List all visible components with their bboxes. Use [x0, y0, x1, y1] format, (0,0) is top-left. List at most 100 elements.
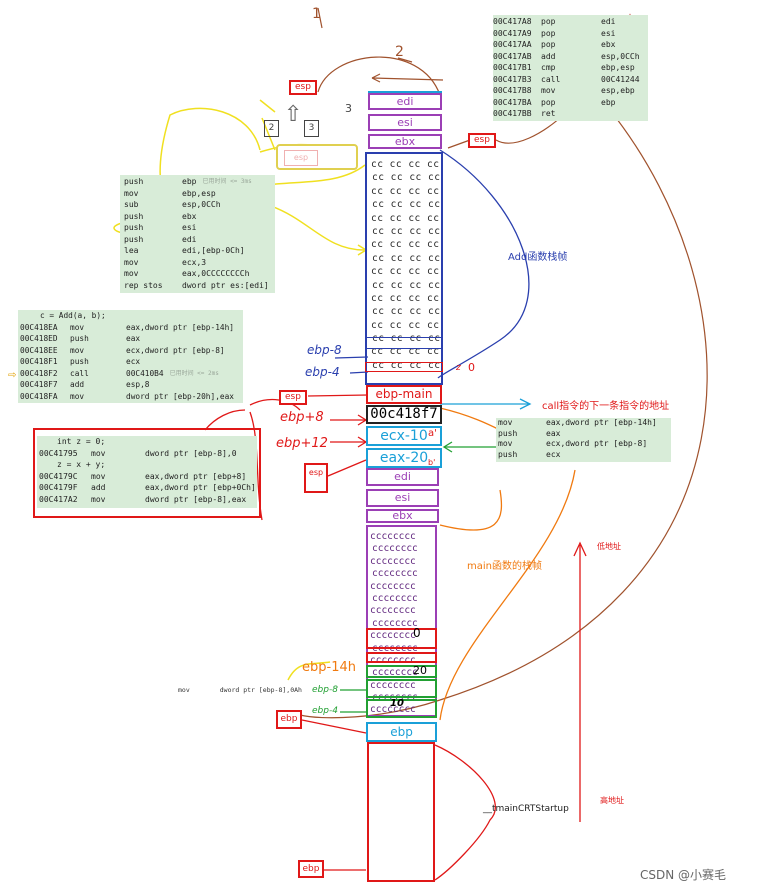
stack-return-address: 00c418f7 [366, 405, 442, 424]
asm-op: sub [124, 200, 139, 209]
asm-arg: ebp [601, 97, 616, 107]
asm-op: push [70, 334, 89, 343]
asm-arg: eax,dword ptr [ebp+0Ch] [145, 483, 256, 492]
asm-op: push [124, 211, 144, 221]
stack-var-mid [366, 679, 437, 698]
cc-main-row: cccccccc [370, 531, 416, 542]
stack-var-c-value: 0 [413, 626, 421, 640]
main-frame-label: main函数的栈帧 [467, 561, 542, 572]
asm-addr: 00C418FA [20, 391, 58, 401]
breakpoint-arrow-icon: ⇨ [8, 370, 17, 381]
asm-arg: eax,dword ptr [ebp-14h] [546, 418, 657, 427]
asm-arg: dword ptr es:[edi] [182, 280, 269, 290]
esp-ghost-label: esp [284, 150, 318, 166]
asm-arg: dword ptr [ebp-8],0 [145, 448, 237, 458]
asm-arg: esi [182, 223, 197, 232]
stack-add-ebx: ebx [368, 134, 442, 149]
asm-addr: 00C418F1 [20, 357, 58, 366]
asm-op: push [70, 357, 89, 366]
asm-arg: eax [546, 428, 561, 438]
up-arrow-icon: ⇧ [284, 102, 303, 127]
high-address-label: 高地址 [600, 796, 624, 805]
label-z: z [456, 363, 461, 373]
label-ebp-plus-8: ebp+8 [280, 410, 324, 425]
stack-var-c [366, 628, 437, 649]
label-a-prime: a' [428, 428, 437, 439]
asm-addr: 00C417A8 [493, 17, 532, 26]
asm-addr: 00C4179C [39, 471, 78, 481]
esp-ghost-box: esp [276, 144, 358, 170]
asm-op: pop [541, 97, 556, 107]
asm-op: mov [124, 257, 139, 267]
label-ebp-minus-14h: ebp-14h [302, 660, 356, 675]
asm-op: pop [541, 17, 556, 26]
asm-op: mov [70, 391, 85, 401]
step-1-mark: 1 [312, 6, 321, 22]
asm-arg: esi [601, 28, 616, 38]
asm-arg: ebx [601, 40, 616, 49]
asm-note: 已用时间 <= 2ms [169, 369, 219, 377]
asm-call-header: c = Add(a, b); [40, 311, 106, 320]
cc-main-row: cccccccc [370, 605, 416, 617]
cc-row: cc cc cc cc [371, 292, 440, 304]
asm-addr: 00C417A9 [493, 28, 532, 38]
asm-op: mov [70, 345, 85, 355]
asm-note: 已用时间 <= 3ms [202, 178, 252, 185]
asm-op: mov [124, 269, 139, 278]
asm-op: mov [498, 418, 513, 427]
label-ebp-minus-8-main: ebp-8 [312, 685, 338, 695]
asm-op: ret [541, 109, 556, 118]
asm-arg: esp,8 [126, 380, 150, 389]
label-ebp-minus-8: ebp-8 [307, 343, 342, 357]
asm-op: mov [91, 494, 106, 504]
step-2-mark: 2 [395, 44, 404, 60]
esp-label-mid: esp [304, 463, 328, 493]
asm-arg: dword ptr [ebp-20h],eax [126, 391, 234, 401]
asm-addr: 00C418EE [20, 345, 58, 355]
cc-main-row: cccccccc [370, 555, 416, 567]
asm-op: add [541, 51, 556, 61]
step-2-box: 2 [264, 120, 279, 137]
cc-row: cc cc cc cc [372, 172, 441, 184]
stack-var-c-lower [366, 652, 437, 663]
step-3b-mark: 3 [345, 102, 352, 115]
asm-addr: 00C4179F [39, 483, 78, 492]
cc-row: cc cc cc cc [371, 212, 440, 224]
asm-op: call [541, 74, 561, 84]
asm-addr: 00C417BA [493, 97, 532, 107]
stack-var-b [366, 665, 437, 678]
asm-row: mov ecx,3 [120, 257, 275, 269]
caller-frame-label: __tmainCRTStartup [483, 804, 569, 814]
asm-row: push ebx [120, 211, 275, 223]
asm-arg: ebx [182, 211, 197, 221]
cc-row: cc cc cc cc [372, 279, 441, 291]
stack-add-cc-divider [365, 337, 443, 338]
asm-addr: 00C418EA [20, 322, 58, 332]
cc-row: cc cc cc cc [372, 333, 441, 345]
asm-addr: 00C417B8 [493, 86, 532, 95]
cc-row: cc cc cc cc [372, 306, 441, 318]
asm-arg: ecx,3 [182, 257, 207, 267]
asm-op: mov [70, 322, 85, 332]
asm-arg: ebp [182, 177, 197, 186]
asm-addr: 00C417AA [493, 40, 532, 49]
asm-addr: 00C41795 [39, 448, 78, 458]
esp-label-ebp-main: esp [279, 390, 307, 405]
